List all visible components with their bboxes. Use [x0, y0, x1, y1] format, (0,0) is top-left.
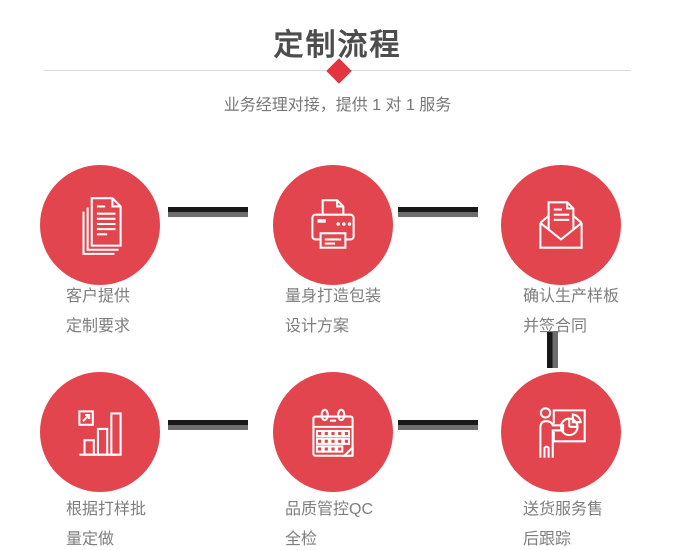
step-label-line: 全检 — [285, 531, 318, 548]
step-label-line: 并签合同 — [523, 318, 588, 335]
step-circle-sample-contract — [501, 165, 621, 285]
step-label-batch-production: 根据打样批 量定做 — [66, 495, 146, 550]
step-circle-packaging-design — [273, 165, 393, 285]
step-label-sample-contract: 确认生产样板 并签合同 — [523, 282, 619, 342]
connector-step2-step3 — [398, 207, 478, 217]
step-label-packaging-design: 量身打造包装 设计方案 — [285, 282, 381, 342]
step-circle-quality-control — [273, 372, 393, 492]
connector-step3-step6 — [547, 331, 558, 368]
step-label-line: 后跟踪 — [523, 531, 572, 548]
step-label-line: 品质管控QC — [285, 501, 374, 518]
documents-icon — [67, 192, 133, 258]
connector-step4-step5 — [168, 420, 248, 430]
page-subtitle: 业务经理对接，提供 1 对 1 服务 — [223, 97, 452, 114]
envelope-icon — [528, 192, 594, 258]
step-label-line: 量身打造包装 — [285, 288, 382, 305]
presenter-icon — [528, 399, 594, 465]
step-label-line: 设计方案 — [285, 318, 350, 335]
step-label-line: 确认生产样板 — [523, 288, 620, 305]
step-label-delivery-aftersale: 送货服务售 后跟踪 — [523, 495, 603, 550]
printer-icon — [300, 192, 366, 258]
step-circle-customer-requirements — [40, 165, 160, 285]
step-label-line: 根据打样批 — [66, 501, 147, 518]
calendar-icon — [300, 399, 366, 465]
step-circle-batch-production — [40, 372, 160, 492]
step-label-quality-control: 品质管控QC 全检 — [285, 495, 373, 550]
page-title: 定制流程 — [273, 29, 402, 62]
step-label-line: 送货服务售 — [523, 501, 604, 518]
connector-step5-step6 — [398, 420, 478, 430]
step-label-customer-requirements: 客户提供 定制要求 — [66, 282, 130, 342]
step-label-line: 量定做 — [66, 531, 115, 548]
bar-chart-icon — [67, 399, 133, 465]
step-circle-delivery-aftersale — [501, 372, 621, 492]
connector-step1-step2 — [168, 207, 248, 217]
step-label-line: 定制要求 — [66, 318, 131, 335]
step-label-line: 客户提供 — [66, 288, 131, 305]
